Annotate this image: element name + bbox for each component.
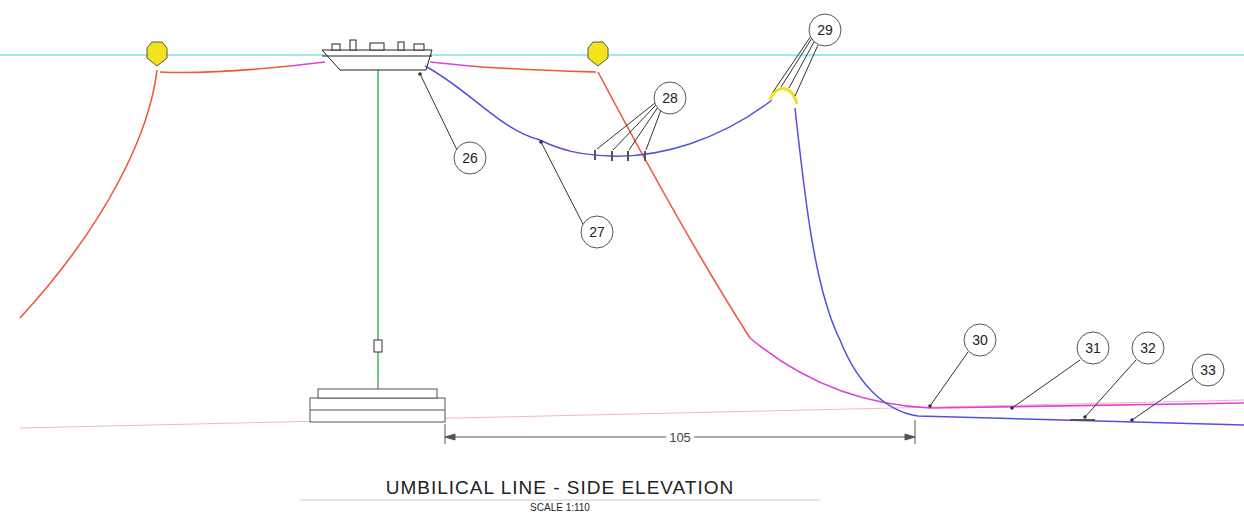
tether-link bbox=[374, 340, 382, 352]
seabed-structure bbox=[310, 380, 445, 422]
callout-number: 31 bbox=[1085, 341, 1101, 355]
clamps bbox=[595, 150, 645, 161]
leader-arrowhead bbox=[418, 72, 1134, 422]
seabed bbox=[20, 400, 1244, 428]
callout-number: 33 bbox=[1200, 363, 1216, 377]
callout-number: 30 bbox=[972, 333, 988, 347]
dimension-text: 105 bbox=[666, 431, 694, 444]
buoy bbox=[147, 42, 608, 66]
callout-number: 29 bbox=[817, 23, 833, 37]
waterline bbox=[0, 54, 1244, 55]
callout-circle bbox=[454, 14, 1224, 386]
umbilical-line bbox=[425, 66, 1244, 425]
callout-number: 27 bbox=[589, 225, 605, 239]
callout-number: 26 bbox=[462, 151, 478, 165]
tether-line bbox=[377, 70, 378, 380]
callout-number: 32 bbox=[1140, 341, 1156, 355]
title-underline bbox=[300, 500, 820, 501]
seabed-clamp bbox=[1070, 419, 1095, 421]
callout-number: 28 bbox=[662, 91, 678, 105]
drawing-title: UMBILICAL LINE - SIDE ELEVATION bbox=[386, 478, 734, 497]
leader-line bbox=[420, 36, 1193, 420]
dimension-line bbox=[445, 420, 915, 444]
vessel bbox=[322, 40, 432, 70]
scale-note: SCALE 1:110 bbox=[530, 503, 590, 513]
mooring-lines bbox=[20, 62, 1244, 408]
